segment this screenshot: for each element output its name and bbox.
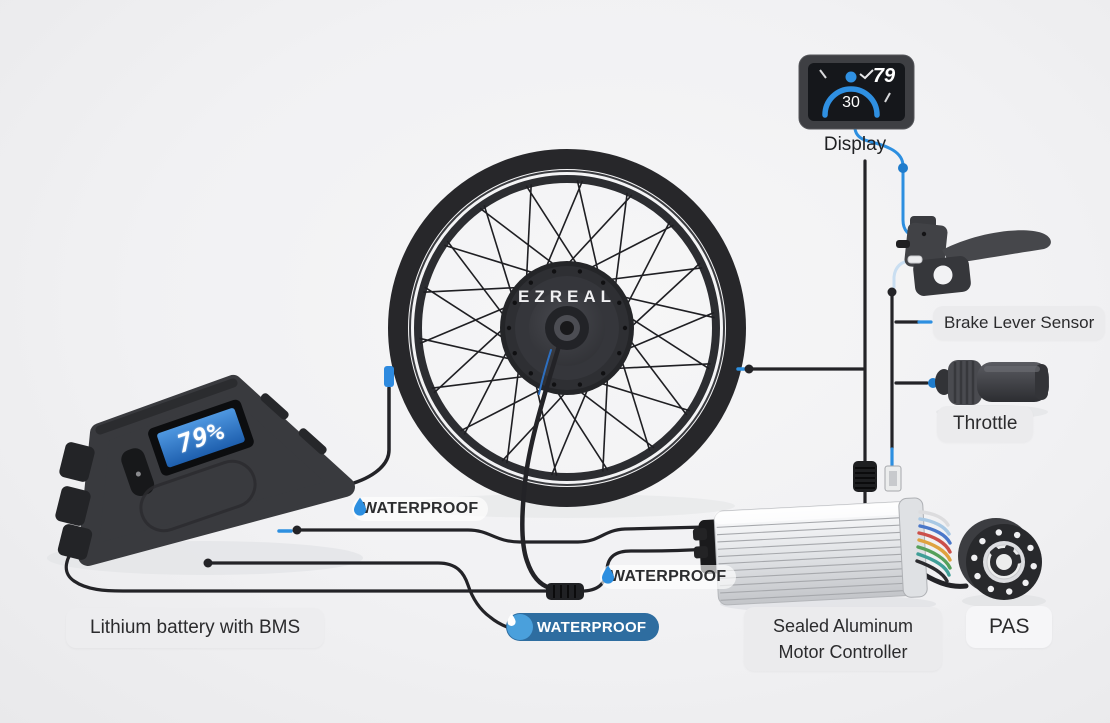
waterproof-text: WATERPROOF <box>537 618 647 636</box>
waterproof-tag-battery: WATERPROOF <box>506 613 660 641</box>
throttle-grip <box>935 360 1049 405</box>
pas-sensor <box>958 518 1042 600</box>
hub <box>500 261 634 395</box>
connectors <box>546 461 902 600</box>
display-speed-value: 30 <box>842 94 860 111</box>
controller-end-cap <box>898 497 928 598</box>
gauge-arc <box>822 86 880 118</box>
battery-rail-3 <box>57 524 93 560</box>
gauge-dot <box>845 71 857 83</box>
hub-cable <box>519 343 562 591</box>
gauge-check <box>859 69 874 80</box>
lever-connector-black <box>896 240 910 248</box>
dot-battery-b <box>203 558 213 568</box>
throttle-label: Throttle <box>937 406 1034 442</box>
gauge-tick-right <box>884 92 891 103</box>
gauge-tick-left <box>819 69 827 79</box>
clamp-hole <box>933 265 953 285</box>
tire-inner-edge <box>409 170 725 486</box>
battery-to-rim-wire <box>341 386 391 488</box>
wheel <box>388 149 746 507</box>
controller-label: Sealed Aluminum Motor Controller <box>744 607 942 672</box>
waterproof-tag-wheel: WATERPROOF <box>352 497 489 521</box>
tire <box>388 149 746 507</box>
junction-dots <box>203 163 1018 597</box>
waterproof-text: WATERPROOF <box>362 500 479 517</box>
spokes <box>419 180 715 476</box>
controller-fins <box>716 516 913 601</box>
battery-rail-1 <box>59 442 95 482</box>
waterproof-text: WATERPROOF <box>610 568 727 585</box>
battery-top-edge <box>95 378 238 435</box>
waterproof-tag-controller: WATERPROOF <box>600 565 737 589</box>
brake-lever <box>896 216 1051 296</box>
dot-wheel-right <box>744 364 754 374</box>
dot-lever <box>887 287 897 297</box>
hub-cable-blue-strand <box>538 349 552 395</box>
pas-label: PAS <box>966 606 1053 648</box>
hub-bolts <box>506 269 628 387</box>
silver-connector-sensor <box>884 465 902 492</box>
water-drop-icon <box>602 565 614 584</box>
dot-battery-a <box>292 525 302 535</box>
controller-box <box>692 497 928 606</box>
battery-pack <box>55 375 355 566</box>
controller-label-line2: Motor Controller <box>778 642 908 663</box>
display-blue-wire <box>853 127 905 168</box>
inline-connector-motor <box>546 583 584 600</box>
pas-bolt-holes <box>971 529 1037 595</box>
water-drop-icon <box>354 497 366 516</box>
battery-oval-recess <box>139 459 257 533</box>
rim <box>414 175 720 481</box>
hub-brand-text: EZREAL <box>518 287 616 306</box>
controller-label-line1: Sealed Aluminum <box>772 616 914 636</box>
battery-wire-b <box>207 561 509 629</box>
lever-connector-white <box>907 255 923 264</box>
battery-rail-2 <box>55 486 91 526</box>
lever-arm <box>942 230 1051 264</box>
water-drop-icon <box>507 613 533 640</box>
wires <box>64 127 969 629</box>
brake-lever-label: Brake Lever Sensor <box>933 306 1106 340</box>
battery-wire-a <box>296 525 708 544</box>
dot-display-blue <box>898 163 908 173</box>
display-device <box>798 54 915 130</box>
rim-blue-connector <box>384 366 394 387</box>
battery-label: Lithium battery with BMS <box>66 608 325 648</box>
battery-screen <box>157 408 245 468</box>
ribbed-connector-display <box>853 461 877 492</box>
display-label: Display <box>823 134 887 155</box>
controller-wire-bundle <box>915 510 952 583</box>
display-battery-value: 79 <box>872 65 896 87</box>
